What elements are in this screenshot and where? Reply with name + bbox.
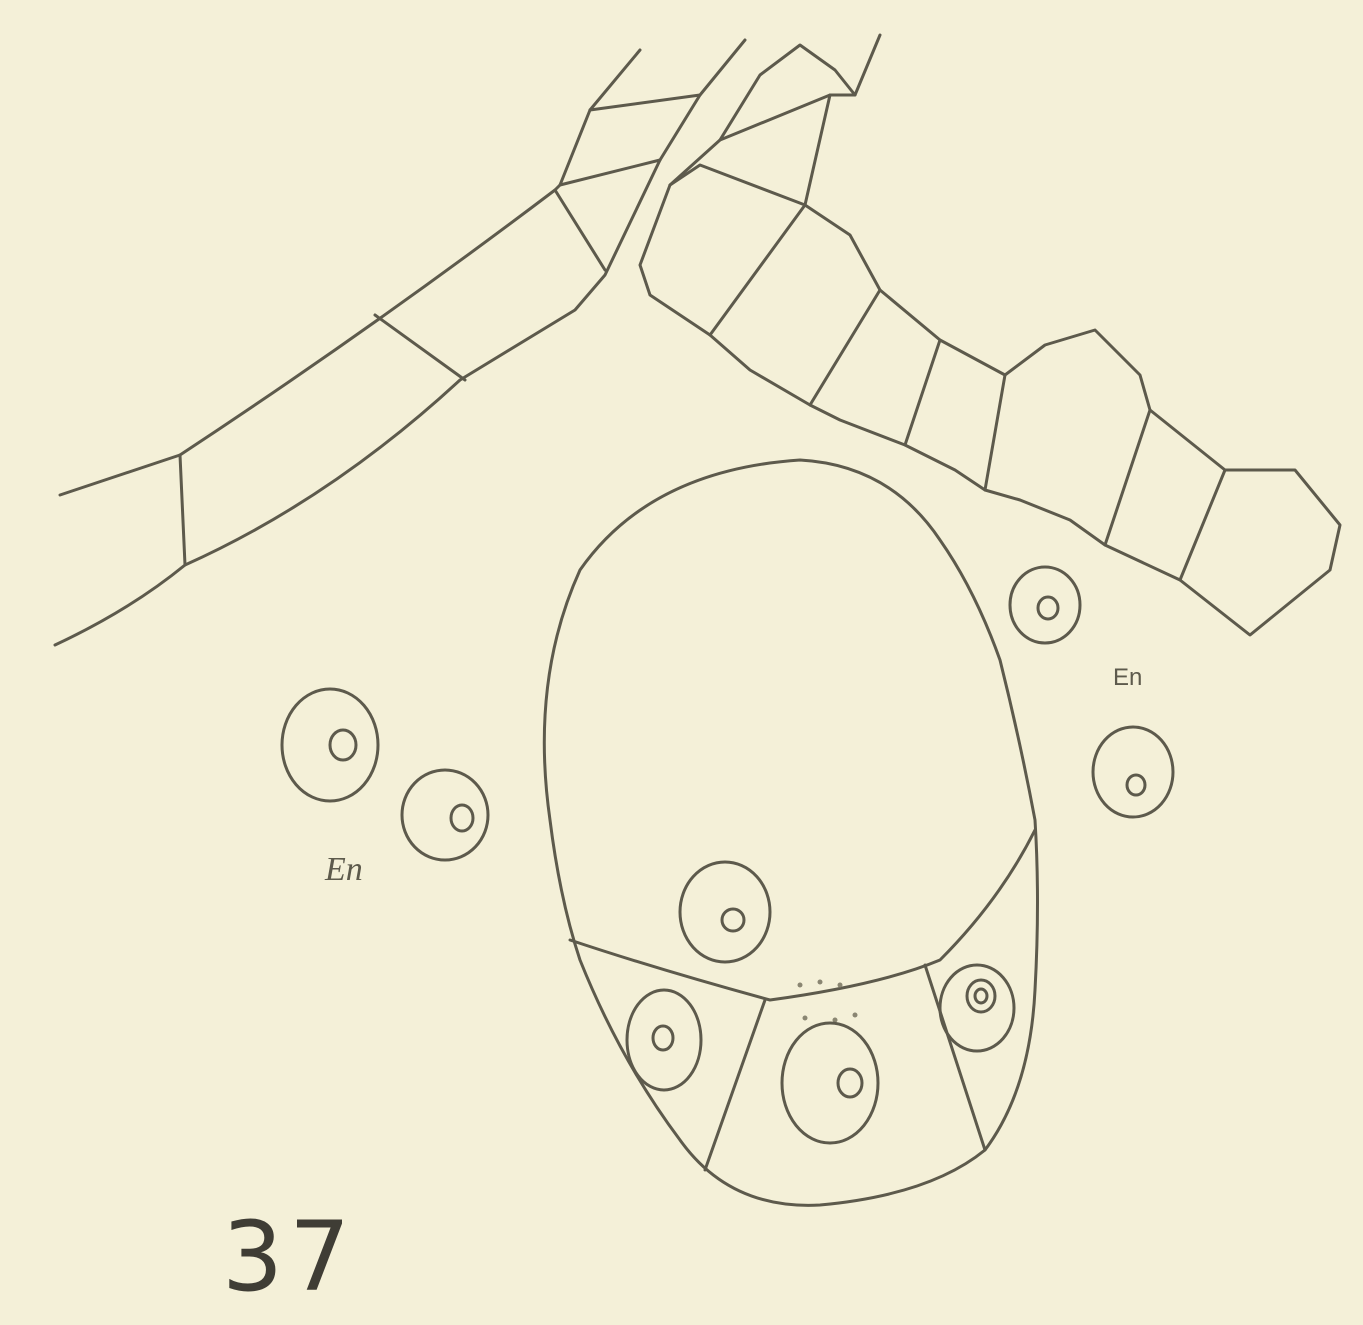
label-en-left: En	[324, 851, 363, 888]
left-cell-filament	[55, 40, 745, 645]
nucleus-oval-left	[627, 990, 701, 1090]
nucleus-left-2	[402, 770, 488, 860]
figure-number: 37	[222, 1201, 356, 1313]
nucleus-left-1	[282, 689, 378, 801]
nucleus-oval-right	[940, 965, 1014, 1051]
right-cell-filament	[640, 35, 1340, 635]
nucleus-oval-center	[782, 1023, 878, 1143]
label-en-right: En	[1113, 664, 1142, 691]
nucleus-oval-upper	[680, 862, 770, 962]
nucleus-right-2	[1093, 727, 1173, 817]
central-oval-structure	[544, 460, 1037, 1205]
nucleus-right-1	[1010, 567, 1080, 643]
nucleus-group	[282, 567, 1173, 1143]
